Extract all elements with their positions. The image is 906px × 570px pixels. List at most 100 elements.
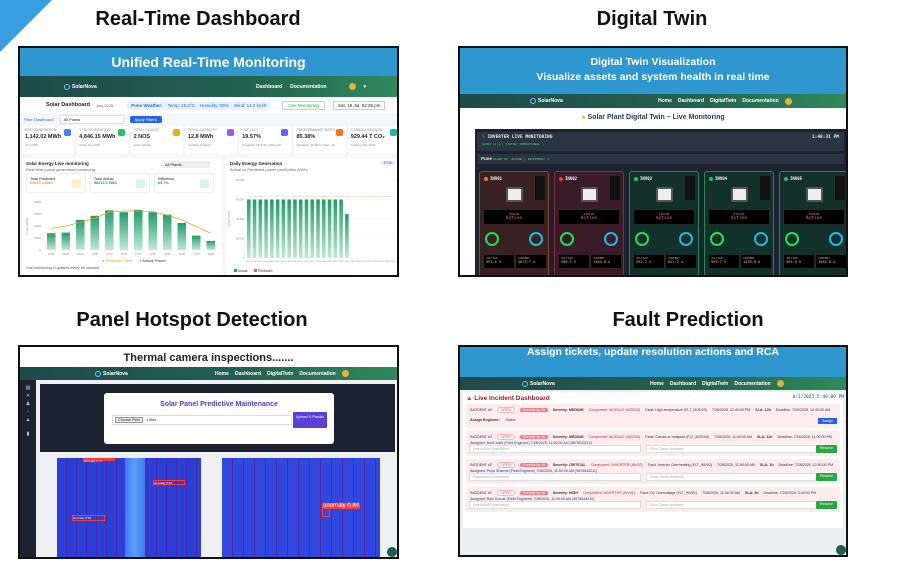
nav-dashboard[interactable]: Dashboard: [669, 380, 697, 387]
logo-icon: [95, 370, 101, 377]
nav-digitaltwin[interactable]: DigitalTwin: [702, 380, 729, 387]
x-tick-label: 13:00: [135, 252, 142, 256]
weather-humidity: Humidity: 58%: [199, 102, 229, 108]
status-label: STATUS: [583, 212, 595, 216]
actual-power-bar: [105, 210, 114, 250]
inverter-image: [806, 187, 823, 202]
actual-bar: [258, 199, 263, 258]
root-cause-input[interactable]: Root Cause Analysis: [646, 501, 818, 509]
x-tick-label: 16:00: [179, 252, 186, 256]
logo-icon: [530, 98, 536, 104]
brand-logo[interactable]: SolarNova: [64, 83, 97, 90]
x-tick-label: 07:00: [48, 252, 55, 256]
inverter-name: INV02: [565, 176, 578, 181]
incident-clock: 8/1/2025 5:49:09 PM: [792, 395, 844, 400]
incident-id: INCIDENT #2: [470, 463, 492, 467]
kpi-label: TOTAL CAPACITY: [187, 128, 217, 132]
warning-icon[interactable]: ▲: [25, 417, 31, 423]
actual-bar: [345, 214, 349, 258]
resolve-button[interactable]: Resolve: [816, 501, 837, 509]
brand-logo[interactable]: SolarNova: [522, 380, 555, 387]
status-dot-icon: [484, 177, 488, 181]
brand-logo[interactable]: SolarNova: [530, 98, 563, 104]
root-cause-input[interactable]: Root Cause Analysis: [646, 473, 818, 481]
nav-digitaltwin[interactable]: DigitalTwin: [710, 98, 737, 104]
live-monitoring-badge: Live Monitoring: [282, 100, 325, 110]
resolution-description-input[interactable]: Resolution Description: [469, 445, 641, 453]
user-avatar[interactable]: [341, 370, 349, 377]
user-avatar[interactable]: [348, 83, 356, 90]
root-cause-input[interactable]: Root Cause Analysis: [646, 445, 818, 453]
resolve-button[interactable]: Resolve: [816, 445, 837, 453]
nav-home[interactable]: Home: [215, 370, 229, 377]
nav-dashboard[interactable]: Dashboard: [677, 98, 705, 104]
resolution-description-input[interactable]: Resolution Description: [469, 501, 641, 509]
status-dot-icon: [634, 177, 638, 181]
nav-dashboard[interactable]: Dashboard: [256, 83, 283, 90]
upload-predict-button[interactable]: Upload & Predict: [293, 412, 327, 428]
user-icon[interactable]: ♟: [25, 401, 31, 407]
tools-icon[interactable]: ✕: [25, 393, 31, 399]
chevron-down-icon[interactable]: ▾: [363, 83, 367, 90]
user-avatar[interactable]: [776, 380, 784, 387]
chat-button[interactable]: [836, 545, 846, 555]
daily-generation-card: Daily Energy Generation Actual vs Predic…: [226, 158, 397, 275]
kpi-icon: [335, 129, 343, 136]
x-tick-label: 21/07: [362, 261, 368, 263]
actual-bar: [270, 199, 274, 258]
document-icon[interactable]: ▮: [26, 431, 30, 437]
temperature-gauge: [829, 232, 843, 246]
plant-filter-select[interactable]: All Plants: [59, 115, 124, 124]
voltage-label: VOLTAGE: [486, 256, 498, 260]
inverter-name: INV05: [790, 176, 803, 181]
month-label: July 2025: [96, 102, 114, 108]
live-chart-plant-select[interactable]: All Plants: [162, 161, 210, 168]
twin-page-title: Solar Plant Digital Twin – Live Monitori…: [587, 114, 725, 121]
voltage-label: VOLTAGE: [636, 256, 648, 260]
file-icon[interactable]: ▫: [27, 409, 29, 415]
nav-documentation[interactable]: Documentation: [299, 370, 336, 377]
legend-list: [760, 176, 770, 200]
nav-documentation[interactable]: Documentation: [734, 380, 771, 387]
site-bar: Pune PLANT 01: ALKANG | INVERTERS: 5: [477, 154, 844, 164]
actual-bar: [252, 199, 257, 258]
dtw-badge[interactable]: DTW: [381, 161, 395, 165]
nav-home[interactable]: Home: [658, 98, 672, 104]
brand-logo[interactable]: SolarNova: [95, 370, 128, 377]
nav-dashboard[interactable]: Dashboard: [234, 370, 262, 377]
resolution-description-input[interactable]: Resolution Description: [469, 473, 641, 481]
apply-filters-button[interactable]: Apply Filters: [129, 116, 162, 123]
nav-documentation[interactable]: Documentation: [742, 98, 779, 104]
actual-power-bar: [47, 233, 56, 250]
x-tick-label: 09/07: [292, 261, 298, 263]
status-dot-icon: [559, 177, 563, 181]
actual-bar: [339, 199, 343, 258]
kpi-value: 19.57%: [242, 134, 261, 140]
assign-button[interactable]: Assign: [818, 418, 837, 424]
nav-documentation[interactable]: Documentation: [290, 83, 327, 90]
choose-files-button[interactable]: Choose Files: [115, 417, 144, 423]
stat-label: Total Actual: [94, 177, 114, 181]
engineer-select[interactable]: Select: [505, 418, 516, 422]
actual-bar: [316, 199, 320, 258]
daily-generation-chart: Power (kWh)020,00040,00060,00080,00001/0…: [227, 178, 397, 273]
detection-label: anomaly 0.84: [322, 503, 361, 509]
legend-predicted: ● Predicted Yield: [102, 258, 132, 263]
fault-description: Fault: High temperature (FLT_MOD03): [645, 408, 707, 412]
nav-home[interactable]: Home: [650, 380, 664, 387]
current-label: CURRENT: [743, 256, 755, 260]
resolve-button[interactable]: Resolve: [816, 473, 837, 481]
user-avatar[interactable]: [784, 97, 792, 105]
x-tick-label: 08/07: [287, 261, 293, 263]
chat-button[interactable]: [387, 547, 397, 557]
nav-digitaltwin[interactable]: DigitalTwin: [267, 370, 294, 377]
deadline: Deadline: 7/28/2025, 11:00:00 PM: [777, 435, 832, 439]
chart-icon[interactable]: ▤: [25, 385, 31, 391]
